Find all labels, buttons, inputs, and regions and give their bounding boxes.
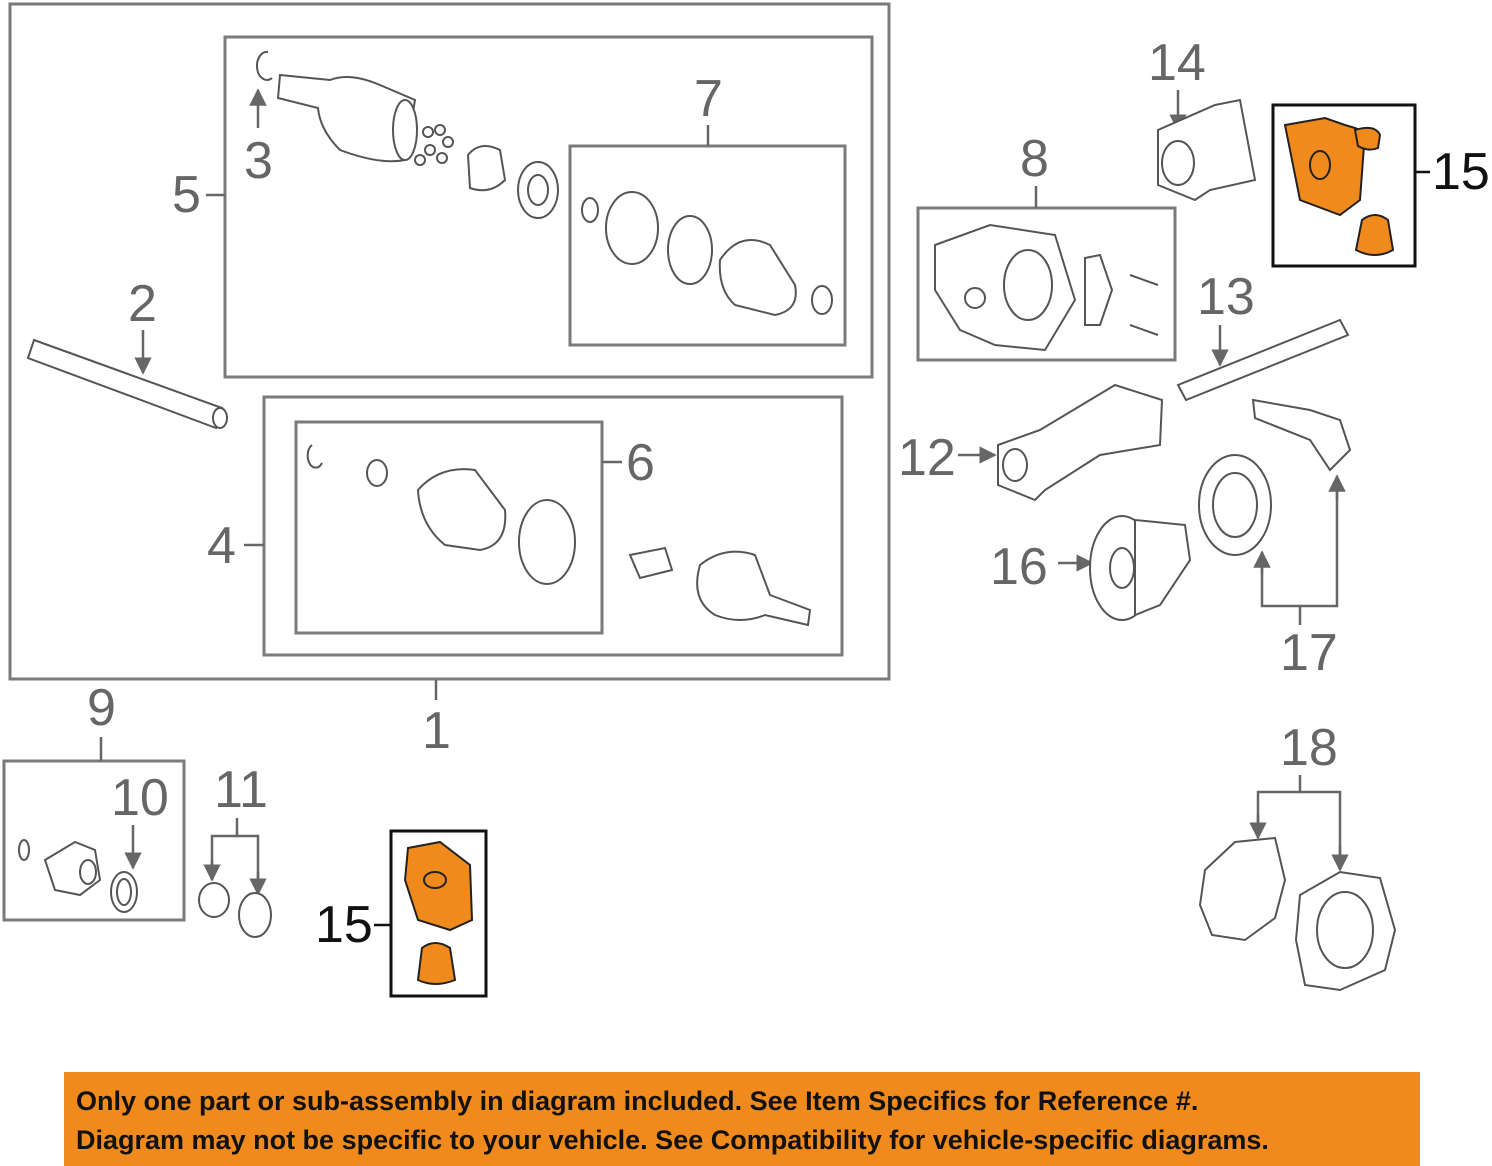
mount-kit-bushing-top: [1354, 214, 1395, 256]
inner-boot-kit-frame: [294, 420, 604, 635]
callout-16: 16: [990, 538, 1048, 596]
inner-boot-kit-part: [306, 444, 576, 585]
mount-kit-part-bottom: [403, 840, 474, 985]
mount-bracket-part: [1157, 98, 1257, 202]
callout-7: 7: [694, 70, 723, 128]
intermediate-shaft-part: [26, 338, 228, 430]
differential-case-part: [1089, 515, 1192, 621]
carrier-housing-frame: [916, 206, 1177, 362]
ring-and-pinion-part: [1198, 398, 1352, 556]
outer-joint-group-frame: [223, 35, 874, 379]
outer-cv-joint-part: [276, 73, 559, 219]
inner-joint-group-frame: [262, 395, 844, 657]
axle-shaft-part: [1176, 318, 1350, 402]
callout-1: 1: [422, 702, 451, 760]
callout-9: 9: [87, 679, 116, 737]
callout-8: 8: [1020, 130, 1049, 188]
callout-3: 3: [244, 132, 273, 190]
callout-15-top: 15: [1432, 143, 1490, 201]
callout-10: 10: [111, 769, 169, 827]
axle-shaft-assembly-frame: [8, 2, 891, 681]
mount-kit-part-top: [1283, 116, 1395, 256]
callout-2: 2: [128, 275, 157, 333]
pinion-seal-part: [110, 871, 138, 913]
mount-kit-bushing-bottom: [416, 942, 457, 985]
mount-kit-bracket-top: [1283, 116, 1367, 217]
callout-18: 18: [1280, 719, 1338, 777]
notice-line-1: Only one part or sub-assembly in diagram…: [76, 1086, 1199, 1116]
callout-15-bottom: 15: [315, 896, 373, 954]
notice-line-2: Diagram may not be specific to your vehi…: [76, 1125, 1269, 1155]
outer-boot-kit-part: [581, 191, 833, 317]
callout-17: 17: [1280, 624, 1338, 682]
inner-cv-joint-part: [628, 546, 812, 627]
callout-13: 13: [1197, 268, 1255, 326]
mount-kit-frame-bottom: [389, 829, 488, 998]
callout-12: 12: [898, 429, 956, 487]
pinion-bearing-parts: [198, 882, 272, 938]
carrier-housing-part: [934, 223, 1159, 352]
callout-4: 4: [207, 517, 236, 575]
snap-ring-part: [255, 50, 273, 81]
mount-kit-frame-top: [1271, 103, 1417, 268]
notice-banner: Only one part or sub-assembly in diagram…: [64, 1072, 1420, 1166]
pinion-flange-part: [18, 839, 102, 897]
callout-11: 11: [214, 761, 268, 819]
callout-6: 6: [626, 434, 655, 492]
axle-tube-part: [997, 383, 1164, 502]
cover-gasket-part: [1198, 836, 1287, 942]
callout-14: 14: [1148, 34, 1206, 92]
differential-cover-part: [1294, 870, 1397, 992]
pinion-flange-frame: [2, 759, 186, 922]
callout-5: 5: [172, 166, 201, 224]
